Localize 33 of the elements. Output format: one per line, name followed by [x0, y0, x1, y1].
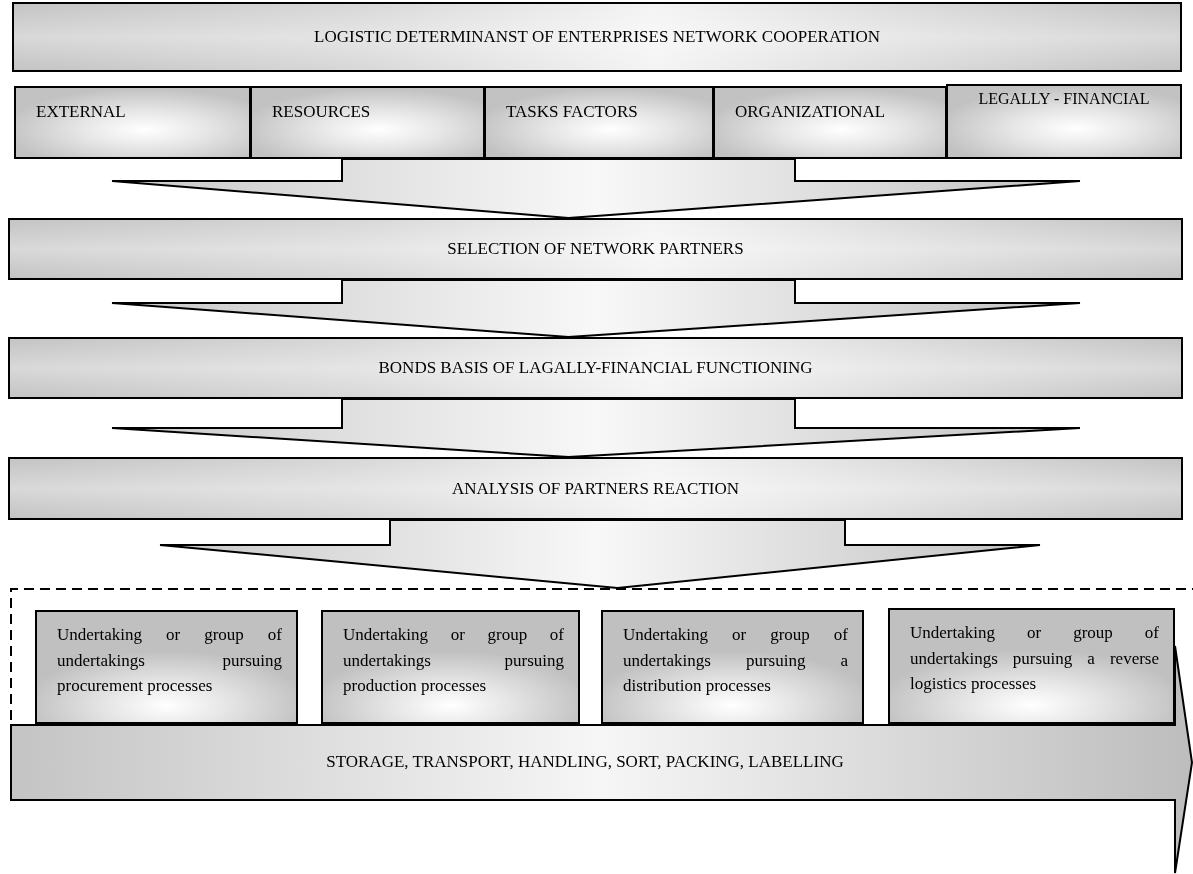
- factor-box: [946, 84, 1182, 159]
- stage-bar: [8, 337, 1183, 399]
- process-box: [321, 610, 580, 724]
- stage-bar: [8, 457, 1183, 520]
- factor-box: [484, 86, 714, 159]
- stage-bar: [8, 218, 1183, 280]
- factor-box: [250, 86, 485, 159]
- description-text: Undertaking or group of undertakings pursuing production processes: [343, 624, 564, 697]
- process-box: [601, 610, 864, 724]
- block-arrow: [10, 645, 1193, 874]
- block-arrow: [111, 398, 1081, 458]
- arrow-label: STORAGE, TRANSPORT, HANDLING, SORT, PACKING, LABELLING: [325, 752, 845, 772]
- title-bar: [12, 2, 1182, 72]
- box-label: SELECTION OF NETWORK PARTNERS: [447, 239, 744, 259]
- box-label: RESOURCES: [272, 102, 371, 122]
- box-label: TASKS FACTORS: [506, 102, 638, 122]
- factor-box: [14, 86, 251, 159]
- dashed-group: [10, 588, 1193, 874]
- box-label: EXTERNAL: [36, 102, 126, 122]
- box-label: ANALYSIS OF PARTNERS REACTION: [451, 478, 740, 499]
- block-arrow: [159, 519, 1041, 589]
- box-label: ORGANIZATIONAL: [735, 102, 886, 122]
- block-arrow: [111, 279, 1081, 338]
- description-text: Undertaking or group of undertakings pursuing procurement processes: [57, 624, 282, 697]
- description-text: Undertaking or group of undertakings pursuing a distribution processes: [623, 624, 848, 697]
- box-label: LEGALLY - FINANCIAL: [978, 90, 1150, 108]
- factor-box: [713, 86, 947, 159]
- process-box: [35, 610, 298, 724]
- process-box: [888, 608, 1175, 724]
- block-arrow: [111, 158, 1081, 219]
- box-label: BONDS BASIS OF LAGALLY-FINANCIAL FUNCTIONING: [378, 358, 813, 378]
- box-label: LOGISTIC DETERMINANST OF ENTERPRISES NETWORK COOPERATION: [314, 27, 880, 47]
- description-text: Undertaking or group of undertakings pursuing a reverse logistics processes: [910, 622, 1159, 695]
